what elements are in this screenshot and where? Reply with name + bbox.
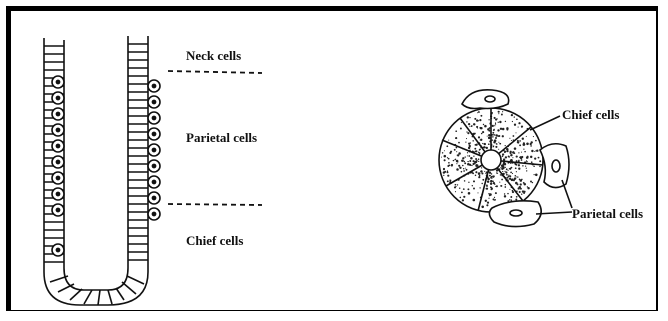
parietal-pointer-line-1 (562, 180, 572, 208)
gastric-gland-cross-section (439, 90, 572, 227)
label-parietal-cells: Parietal cells (186, 130, 257, 146)
chief-boundary-line (168, 204, 262, 205)
label-parietal-cells-right: Parietal cells (572, 206, 643, 222)
gastric-gland-longitudinal (44, 36, 160, 305)
chief-pointer-line (530, 116, 560, 130)
right-column-cells (128, 44, 148, 260)
label-chief-cells-right: Chief cells (562, 107, 619, 123)
neck-boundary-line (168, 71, 262, 73)
label-neck-cells: Neck cells (186, 48, 241, 64)
label-chief-cells-left: Chief cells (186, 233, 243, 249)
parietal-cells-left-diagram (52, 76, 160, 256)
